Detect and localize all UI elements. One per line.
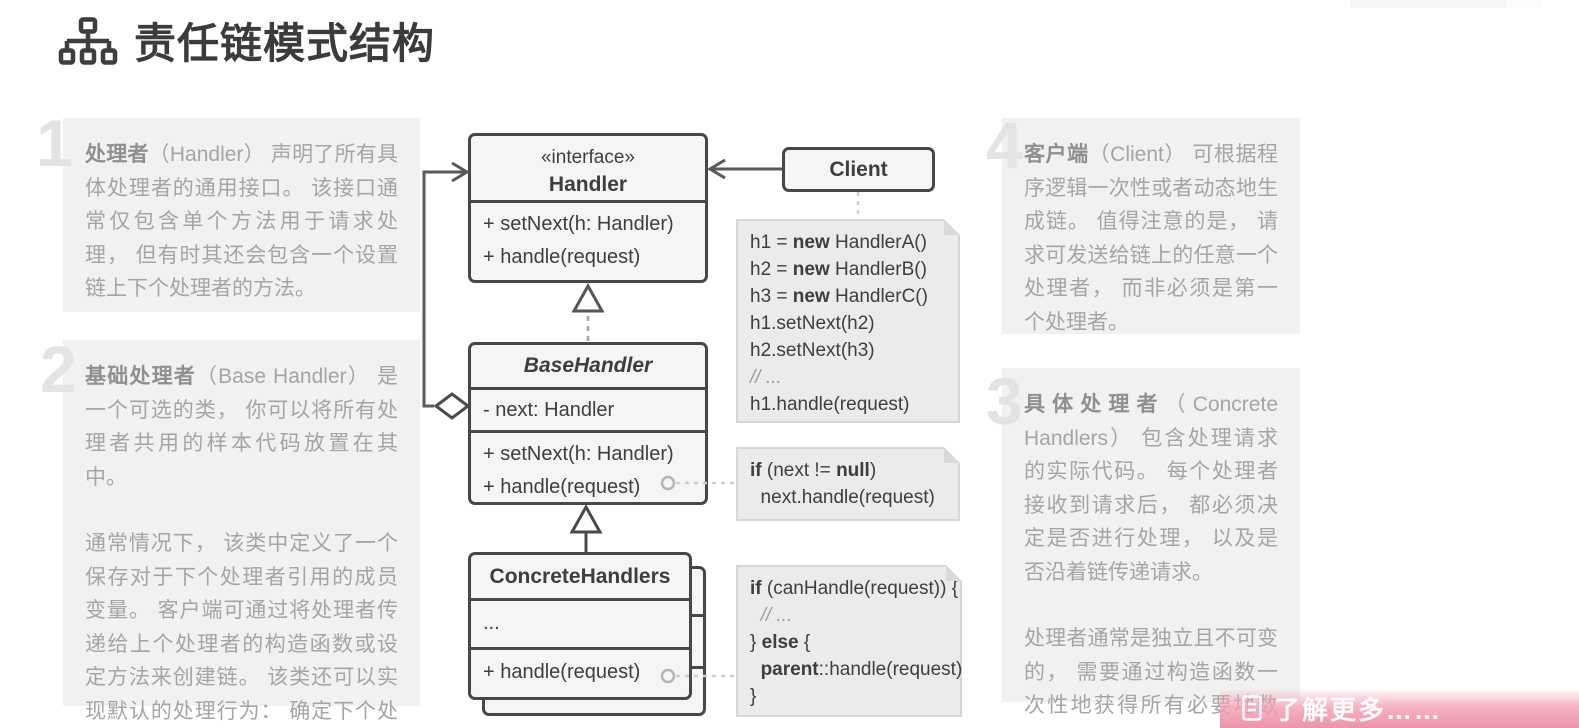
- code-line: // ...: [760, 605, 793, 626]
- class-methods: + setNext(h: Handler) + handle(request): [471, 200, 705, 274]
- stereotype-label: «interface»: [540, 147, 635, 168]
- code-line: if (canHandle(request)) {: [750, 578, 959, 599]
- class-method: + setNext(h: Handler): [483, 213, 674, 235]
- class-method: + setNext(h: Handler): [483, 443, 674, 465]
- document-icon: [1242, 695, 1262, 721]
- code-line: next.handle(request): [750, 487, 935, 508]
- annotation-text: 客户端（Client） 可根据程序逻辑一次性或者动态地生成链。 值得注意的是， …: [1024, 143, 1278, 334]
- code-line: h1.setNext(h2): [750, 313, 875, 334]
- annotation-block-handler: 处理者（Handler） 声明了所有具体处理者的通用接口。 该接口通常仅包含单个…: [63, 118, 420, 312]
- annotation-number-3: 3: [986, 364, 1023, 438]
- class-box-base-handler: BaseHandler - next: Handler + setNext(h:…: [468, 342, 708, 505]
- code-line: } else {: [750, 632, 811, 653]
- annotation-number-2: 2: [40, 332, 77, 406]
- inheritance-arrow-concrete-to-base: [569, 503, 603, 552]
- code-line: h1.handle(request): [750, 394, 910, 415]
- annotation-text: 处理者（Handler） 声明了所有具体处理者的通用接口。 该接口通常仅包含单个…: [85, 143, 398, 300]
- class-box-concrete-handlers: ConcreteHandlers ... + handle(request): [468, 552, 692, 700]
- annotation-text: 通常情况下， 该类中定义了一个保存对于下个处理者引用的成员变量。 客户端可通过将…: [85, 532, 398, 723]
- class-field: ...: [471, 598, 689, 647]
- annotation-lead: 客户端: [1024, 143, 1089, 166]
- annotation-number-4: 4: [986, 108, 1023, 182]
- annotation-lead: 基础处理者: [85, 365, 196, 388]
- code-line: h2 = new HandlerB(): [750, 259, 927, 280]
- aggregation-link-next: [422, 161, 471, 420]
- aggregation-diamond: [433, 392, 471, 420]
- annotation-text: 基础处理者（Base Handler） 是一个可选的类， 你可以将所有处理者共用…: [85, 365, 399, 489]
- code-line: h2.setNext(h3): [750, 340, 875, 361]
- learn-more-banner[interactable]: 了解更多……: [1220, 688, 1579, 728]
- code-line: h1 = new HandlerA(): [750, 232, 927, 253]
- class-method: + handle(request): [483, 246, 641, 268]
- class-method: + handle(request): [483, 661, 641, 683]
- class-name: Client: [829, 158, 888, 181]
- dependency-arrow-client-to-handler: [707, 158, 782, 180]
- code-line: // ...: [750, 367, 782, 388]
- annotation-text: 具体处理者（Concrete Handlers） 包含处理请求的实际代码。 每个…: [1024, 393, 1278, 584]
- annotation-lead: 处理者: [85, 143, 149, 166]
- annotation-block-concrete-handlers: 具体处理者（Concrete Handlers） 包含处理请求的实际代码。 每个…: [1002, 368, 1300, 728]
- note-client-code: h1 = new HandlerA() h2 = new HandlerB() h3…: [736, 219, 960, 423]
- top-strip: [1350, 0, 1506, 8]
- class-field: - next: Handler: [471, 387, 705, 430]
- code-line: if (next != null): [750, 460, 877, 481]
- annotation-number-1: 1: [36, 106, 73, 180]
- note-base-handle-code: if (next != null) next.handle(request): [736, 447, 960, 521]
- class-header: «interface» Handler: [471, 136, 705, 200]
- code-line: h3 = new HandlerC(): [750, 286, 928, 307]
- page-title: 责任链模式结构: [134, 20, 436, 67]
- class-box-client: Client: [782, 147, 935, 192]
- page-header: 责任链模式结构: [58, 10, 435, 71]
- class-box-handler-interface: «interface» Handler + setNext(h: Handler…: [468, 133, 708, 283]
- class-name: Handler: [548, 173, 628, 196]
- annotation-lead: 具体处理者: [1024, 393, 1165, 416]
- realization-arrow-base-to-handler: [571, 282, 605, 341]
- structure-icon: [58, 16, 118, 65]
- annotation-block-base-handler: 基础处理者（Base Handler） 是一个可选的类， 你可以将所有处理者共用…: [63, 340, 420, 723]
- learn-more-label: 了解更多……: [1274, 694, 1443, 725]
- note-concrete-handle-code: if (canHandle(request)) { // ... } else {…: [736, 565, 962, 717]
- annotation-text: 处理者通常是独立且不可变的， 需要通过构造函数一次性地获得所有必要地数据。: [1024, 627, 1278, 728]
- class-methods: + setNext(h: Handler) + handle(request): [471, 430, 705, 504]
- annotation-block-client: 客户端（Client） 可根据程序逻辑一次性或者动态地生成链。 值得注意的是， …: [1002, 118, 1300, 334]
- class-name: ConcreteHandlers: [489, 565, 671, 588]
- class-method: + handle(request): [483, 476, 641, 498]
- code-line: }: [750, 686, 757, 707]
- top-strip-light: [1506, 0, 1542, 8]
- code-line: parent::handle(request): [760, 659, 963, 680]
- class-methods: + handle(request): [471, 647, 689, 689]
- class-name: BaseHandler: [523, 354, 653, 377]
